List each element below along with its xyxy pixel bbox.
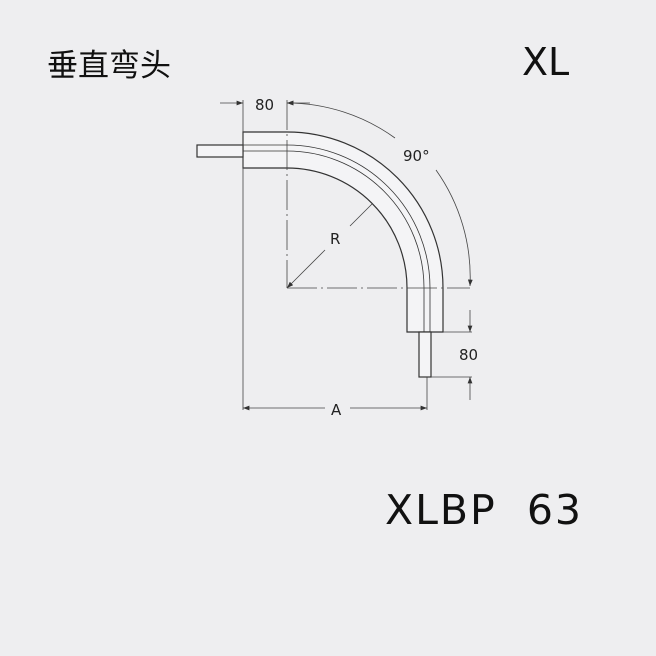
dim-angle: 90° <box>403 147 430 165</box>
dimension-lines <box>220 100 473 411</box>
dim-top-80: 80 <box>255 96 274 114</box>
dim-bottom-80: 80 <box>459 346 478 364</box>
dim-radius: R <box>330 230 340 248</box>
stub-left <box>196 144 244 158</box>
series-label: XL <box>522 40 570 84</box>
product-title: 垂直弯头 <box>47 48 171 84</box>
dim-width: A <box>331 401 342 419</box>
stub-bottom <box>418 331 432 378</box>
model-label: XLBP 63 <box>385 486 584 534</box>
